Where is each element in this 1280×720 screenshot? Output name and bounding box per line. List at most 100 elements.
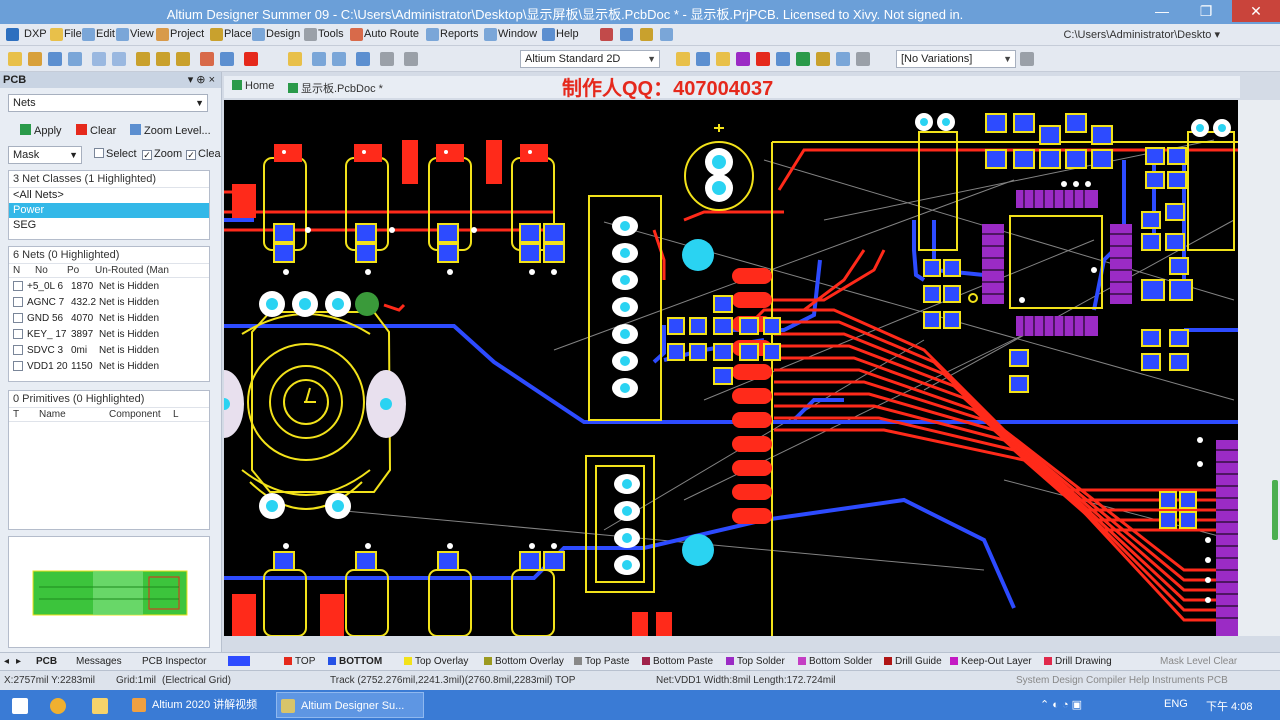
col-po[interactable]: Po	[67, 265, 80, 276]
net-checkbox[interactable]	[13, 361, 23, 371]
toolbar-icon-b[interactable]	[620, 28, 633, 41]
grid-icon[interactable]	[288, 52, 302, 66]
menu-dxp[interactable]: DXP	[24, 28, 47, 40]
menu-auto-route[interactable]: Auto Route	[364, 28, 420, 40]
route-icon[interactable]	[676, 52, 690, 66]
via-icon[interactable]	[756, 52, 770, 66]
tray-icons[interactable]: ⌃ ◐ ◔ ▣	[1040, 699, 1083, 711]
layer-tab-top-solder[interactable]: Top Solder	[726, 656, 785, 667]
net-checkbox[interactable]	[13, 345, 23, 355]
paste-icon[interactable]	[176, 52, 190, 66]
tab-pcb-panel[interactable]: PCB	[36, 656, 58, 667]
fill-icon[interactable]	[776, 52, 790, 66]
layer-tab-keep-out[interactable]: Keep-Out Layer	[950, 656, 1032, 667]
layer-tab-top-overlay[interactable]: Top Overlay	[404, 656, 468, 667]
net-row[interactable]: AGNC 7 432.2 Net is Hidden	[9, 294, 209, 310]
redo-icon[interactable]	[332, 52, 346, 66]
bus-route-icon[interactable]	[696, 52, 710, 66]
zoom-out-icon[interactable]	[112, 52, 126, 66]
menu-edit[interactable]: Edit	[96, 28, 115, 40]
browser-icon[interactable]	[50, 698, 66, 714]
toolbar-icon-a[interactable]	[600, 28, 613, 41]
net-class-all[interactable]: <All Nets>	[13, 189, 64, 201]
task-altium-designer[interactable]: Altium Designer Su...	[276, 692, 424, 718]
net-row[interactable]: KEY_ 17 3897 Net is Hidden	[9, 326, 209, 342]
zoom-in-icon[interactable]	[92, 52, 106, 66]
string-icon[interactable]	[816, 52, 830, 66]
mask-level-controls[interactable]: Mask Level Clear	[1160, 656, 1238, 667]
view-config-select[interactable]: Altium Standard 2D ▼	[520, 50, 660, 68]
status-panels[interactable]: System Design Compiler Help Instruments …	[1016, 675, 1228, 686]
layer-tab-bottom-overlay[interactable]: Bottom Overlay	[484, 656, 564, 667]
polygon-icon[interactable]	[796, 52, 810, 66]
net-row[interactable]: SDVC 3 0mi Net is Hidden	[9, 342, 209, 358]
cross-probe-icon[interactable]	[356, 52, 370, 66]
col-t[interactable]: T	[13, 409, 20, 420]
toolbar-icon-d[interactable]	[660, 28, 673, 41]
net-row[interactable]: VDD1 20 1150 Net is Hidden	[9, 358, 209, 374]
select-icon[interactable]	[200, 52, 214, 66]
component-icon[interactable]	[836, 52, 850, 66]
scroll-left-icon[interactable]: ◂	[4, 656, 10, 667]
close-button[interactable]: ✕	[1232, 0, 1280, 22]
tab-pcb-inspector[interactable]: PCB Inspector	[142, 656, 207, 667]
col-unrouted[interactable]: Un-Routed (Man	[95, 265, 169, 276]
net-checkbox[interactable]	[13, 313, 23, 323]
select-checkbox[interactable]: Select	[94, 148, 137, 160]
variations-select[interactable]: [No Variations] ▼	[896, 50, 1016, 68]
col-component[interactable]: Component	[109, 409, 161, 420]
input-language[interactable]: ENG	[1164, 698, 1188, 710]
current-layer-swatch[interactable]	[228, 656, 253, 668]
col-no[interactable]: No	[35, 265, 48, 276]
pad-icon[interactable]	[736, 52, 750, 66]
layer-tab-bottom-solder[interactable]: Bottom Solder	[798, 656, 872, 667]
panel-controls[interactable]: ▾ ⊕ ×	[187, 74, 215, 86]
menu-file[interactable]: File	[64, 28, 82, 40]
layer-tab-top-paste[interactable]: Top Paste	[574, 656, 629, 667]
menu-tools[interactable]: Tools	[318, 28, 344, 40]
tab-home[interactable]: Home	[232, 80, 274, 92]
arc-icon[interactable]	[716, 52, 730, 66]
net-checkbox[interactable]	[13, 329, 23, 339]
menu-place[interactable]: Place	[224, 28, 252, 40]
measure-icon[interactable]	[404, 52, 418, 66]
vertical-scrollbar[interactable]	[1238, 100, 1280, 636]
board-minimap[interactable]	[8, 536, 210, 648]
scroll-thumb[interactable]	[1272, 480, 1278, 540]
zoom-checkbox[interactable]: ✓Zoom	[142, 148, 182, 160]
maximize-button[interactable]: ❐	[1199, 3, 1213, 19]
col-n[interactable]: N	[13, 265, 21, 276]
net-class-power[interactable]: Power	[9, 203, 209, 218]
layer-tab-bottom-paste[interactable]: Bottom Paste	[642, 656, 713, 667]
save-icon[interactable]	[48, 52, 62, 66]
tab-messages[interactable]: Messages	[76, 656, 122, 667]
move-icon[interactable]	[220, 52, 234, 66]
menu-reports[interactable]: Reports	[440, 28, 479, 40]
menu-window[interactable]: Window	[498, 28, 538, 40]
open-icon[interactable]	[28, 52, 42, 66]
task-altium-video[interactable]: Altium 2020 讲解视频	[128, 692, 272, 718]
clear-existing-checkbox[interactable]: ✓Clea	[186, 148, 221, 160]
net-checkbox[interactable]	[13, 297, 23, 307]
layer-tab-bottom[interactable]: BOTTOM	[328, 656, 382, 667]
layer-tab-drill-guide[interactable]: Drill Guide	[884, 656, 942, 667]
variant-icon[interactable]	[1020, 52, 1034, 66]
layer-tab-top[interactable]: TOP	[284, 656, 315, 667]
copy-icon[interactable]	[156, 52, 170, 66]
menu-view[interactable]: View	[130, 28, 154, 40]
cut-icon[interactable]	[136, 52, 150, 66]
minimize-button[interactable]: —	[1155, 3, 1169, 19]
clear-button[interactable]: Clear	[76, 124, 116, 137]
menu-design[interactable]: Design	[266, 28, 301, 40]
zoom-level-button[interactable]: Zoom Level...	[130, 124, 211, 137]
col-name[interactable]: Name	[39, 409, 66, 420]
print-icon[interactable]	[68, 52, 82, 66]
document-path[interactable]: C:\Users\Administrator\Deskto ▾	[1063, 29, 1220, 41]
layer-tab-drill-drawing[interactable]: Drill Drawing	[1044, 656, 1112, 667]
net-class-seg[interactable]: SEG	[13, 219, 37, 231]
scroll-right-icon[interactable]: ▸	[16, 656, 22, 667]
menu-project[interactable]: Project	[170, 28, 205, 40]
undo-icon[interactable]	[312, 52, 326, 66]
toolbar-icon-c[interactable]	[640, 28, 653, 41]
apply-button[interactable]: Apply	[20, 124, 62, 137]
